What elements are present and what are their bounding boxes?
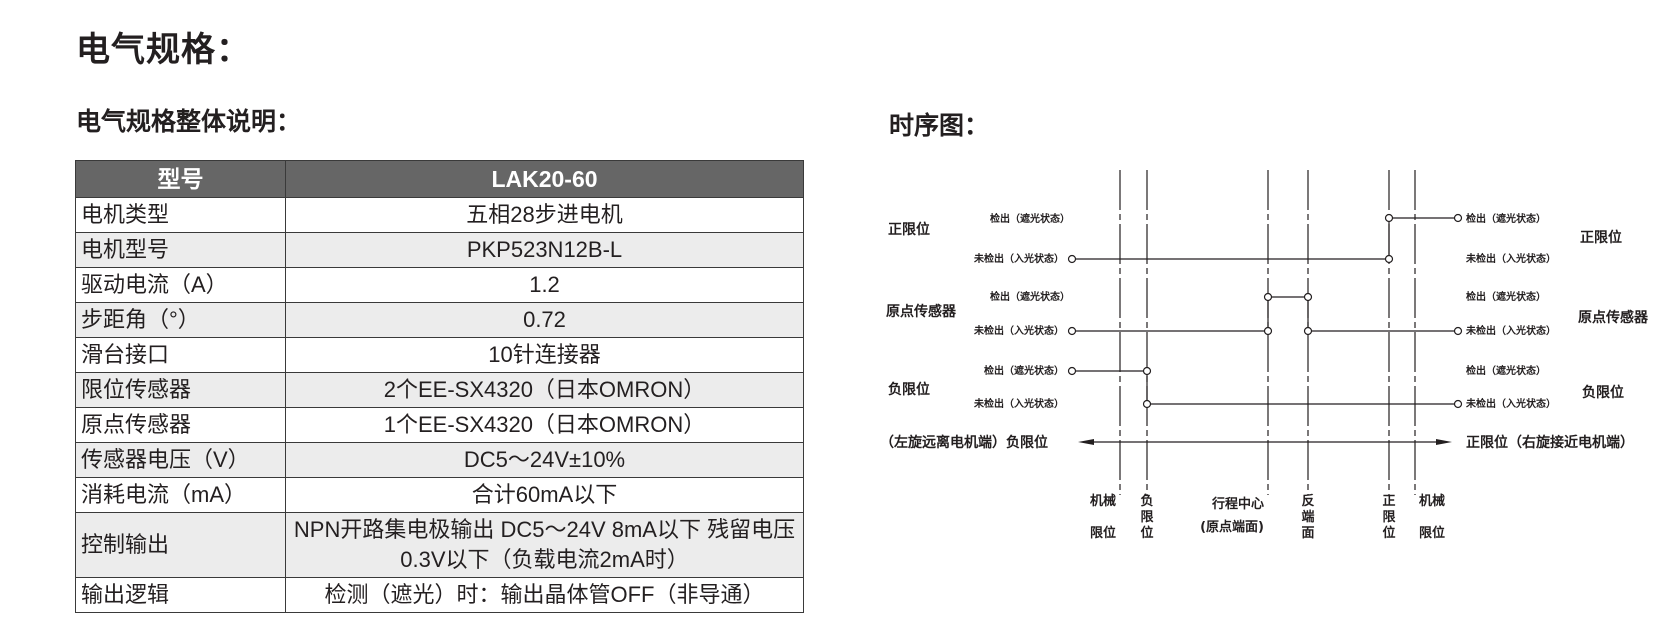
table-row: 滑台接口 10针连接器: [75, 337, 804, 373]
left-origin-undetect: 未检出（入光状态）: [973, 324, 1064, 337]
left-pos-limit-detect: 检出（遮光状态）: [990, 212, 1070, 225]
neg-limit-signal: [1067, 366, 1463, 409]
pos-limit-char1: 正: [1382, 494, 1395, 509]
row-value: 2个EE-SX4320（日本OMRON）: [285, 372, 804, 408]
row-label: 输出逻辑: [75, 577, 286, 613]
left-direction-label: （左旋远离电机端）负限位: [880, 434, 1048, 451]
row-value: 合计60mA以下: [285, 477, 804, 513]
table-row: 输出逻辑 检测（遮光）时：输出晶体管OFF（非导通）: [75, 577, 804, 613]
right-origin-undetect: 未检出（入光状态）: [1465, 324, 1556, 337]
reverse-face-char1: 反: [1301, 493, 1314, 509]
table-row: 原点传感器 1个EE-SX4320（日本OMRON）: [75, 407, 804, 443]
mech-limit-right-line2: 限位: [1419, 525, 1445, 541]
row-label: 原点传感器: [75, 407, 286, 443]
row-value: NPN开路集电极输出 DC5～24V 8mA以下 残留电压0.3V以下（负载电流…: [285, 512, 804, 578]
left-origin-label: 原点传感器: [886, 303, 957, 320]
header-model-value: LAK20-60: [285, 160, 804, 198]
right-neg-limit-undetect: 未检出（入光状态）: [1465, 397, 1556, 410]
pos-limit-char3: 位: [1382, 525, 1395, 541]
reverse-face-char2: 端: [1301, 509, 1314, 525]
neg-limit-char3: 位: [1140, 525, 1153, 541]
header-model-label: 型号: [75, 160, 286, 198]
direction-arrow: [1078, 439, 1452, 445]
left-neg-limit-detect: 检出（遮光状态）: [984, 364, 1064, 377]
neg-limit-char1: 负: [1140, 493, 1153, 509]
right-neg-limit-label: 负限位: [1582, 384, 1624, 401]
row-label: 电机型号: [75, 232, 286, 268]
table-row: 控制输出 NPN开路集电极输出 DC5～24V 8mA以下 残留电压0.3V以下…: [75, 512, 804, 578]
right-direction-label: 正限位（右旋接近电机端）: [1466, 434, 1634, 451]
table-row: 驱动电流（A） 1.2: [75, 267, 804, 303]
mech-limit-left-line1: 机械: [1090, 493, 1116, 509]
row-label: 限位传感器: [75, 372, 286, 408]
table-row: 电机类型 五相28步进电机: [75, 197, 804, 233]
row-label: 控制输出: [75, 512, 286, 578]
origin-sensor-signal: [1067, 292, 1463, 336]
row-value: 五相28步进电机: [285, 197, 804, 233]
table-row: 传感器电压（V） DC5～24V±10%: [75, 442, 804, 478]
center-line2: (原点端面): [1200, 519, 1264, 535]
pos-limit-char2: 限: [1382, 510, 1396, 525]
left-pos-limit-label: 正限位: [888, 221, 930, 238]
row-value: 1.2: [285, 267, 804, 303]
row-label: 步距角（°）: [75, 302, 286, 338]
left-neg-limit-undetect: 未检出（入光状态）: [973, 397, 1064, 410]
table-row: 电机型号 PKP523N12B-L: [75, 232, 804, 268]
neg-limit-char2: 限: [1140, 510, 1154, 525]
row-label: 消耗电流（mA）: [75, 477, 286, 513]
row-label: 驱动电流（A）: [75, 267, 286, 303]
right-pos-limit-detect: 检出（遮光状态）: [1466, 212, 1546, 225]
right-origin-label: 原点传感器: [1578, 309, 1649, 326]
spec-table: 型号 LAK20-60 电机类型 五相28步进电机 电机型号 PKP523N12…: [75, 160, 804, 613]
left-pos-limit-undetect: 未检出（入光状态）: [973, 252, 1064, 265]
right-origin-detect: 检出（遮光状态）: [1466, 290, 1546, 303]
pos-limit-signal: [1067, 213, 1463, 264]
mech-limit-right-line1: 机械: [1419, 493, 1445, 509]
reverse-face-char3: 面: [1301, 526, 1314, 541]
row-value: DC5～24V±10%: [285, 442, 804, 478]
mech-limit-left-line2: 限位: [1090, 525, 1116, 541]
table-row: 限位传感器 2个EE-SX4320（日本OMRON）: [75, 372, 804, 408]
row-value: 0.72: [285, 302, 804, 338]
right-pos-limit-undetect: 未检出（入光状态）: [1465, 252, 1556, 265]
left-neg-limit-label: 负限位: [888, 381, 930, 398]
row-label: 电机类型: [75, 197, 286, 233]
center-line1: 行程中心: [1211, 496, 1264, 512]
row-value: 10针连接器: [285, 337, 804, 373]
row-value: PKP523N12B-L: [285, 232, 804, 268]
timing-diagram: 正限位 检出（遮光状态） 未检出（入光状态） 原点传感器 检出（遮光状态） 未检…: [880, 170, 1649, 541]
timing-section-title: 时序图：: [889, 111, 990, 140]
table-row: 消耗电流（mA） 合计60mA以下: [75, 477, 804, 513]
right-neg-limit-detect: 检出（遮光状态）: [1466, 364, 1546, 377]
row-value: 检测（遮光）时：输出晶体管OFF（非导通）: [285, 577, 804, 613]
right-pos-limit-label: 正限位: [1580, 229, 1622, 246]
table-row: 步距角（°） 0.72: [75, 302, 804, 338]
row-value: 1个EE-SX4320（日本OMRON）: [285, 407, 804, 443]
page-title: 电气规格：: [76, 30, 251, 70]
spec-table-header: 型号 LAK20-60: [75, 160, 804, 198]
left-origin-detect: 检出（遮光状态）: [990, 290, 1070, 303]
spec-section-title: 电气规格整体说明：: [76, 107, 302, 136]
row-label: 传感器电压（V）: [75, 442, 286, 478]
row-label: 滑台接口: [75, 337, 286, 373]
